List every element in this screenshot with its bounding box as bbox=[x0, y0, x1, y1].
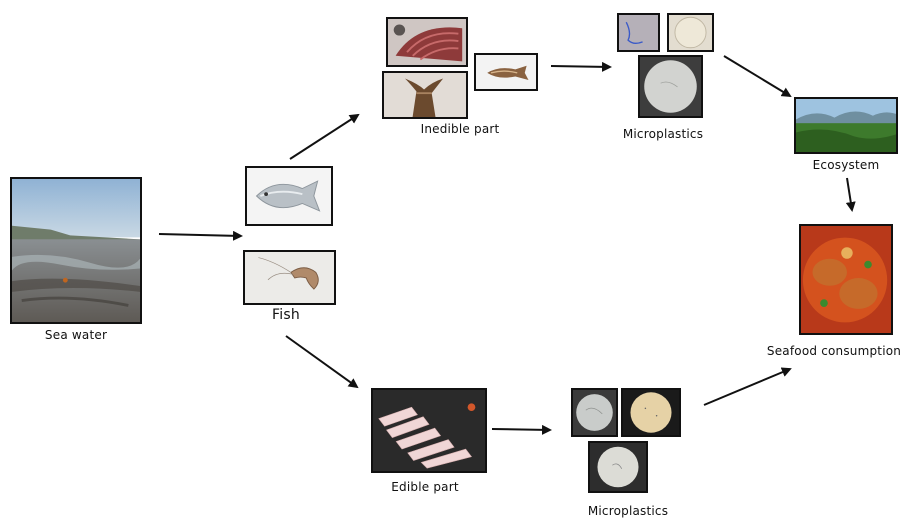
inedible-part-label: Inedible part bbox=[421, 122, 500, 136]
inedible-gill-image bbox=[386, 17, 468, 67]
edible-part-label: Edible part bbox=[391, 480, 459, 494]
arrow-sea-to-fish bbox=[159, 234, 241, 236]
microplastics-top-filter-image bbox=[638, 55, 703, 118]
sea-water-label: Sea water bbox=[45, 328, 107, 342]
arrow-microplastics-to-seafood bbox=[704, 369, 790, 405]
ecosystem-label: Ecosystem bbox=[813, 158, 880, 172]
microplastics-top-label: Microplastics bbox=[623, 127, 703, 141]
edible-part-image bbox=[371, 388, 487, 473]
microplastics-bottom-filter-image bbox=[571, 388, 618, 437]
microplastics-bottom-label: Microplastics bbox=[588, 504, 668, 518]
arrow-edible-to-microplastics bbox=[492, 429, 550, 430]
arrow-ecosystem-to-seafood bbox=[847, 178, 852, 210]
microplastics-bottom-dish-image bbox=[621, 388, 681, 437]
ecosystem-image bbox=[794, 97, 898, 154]
arrow-inedible-to-microplastics bbox=[551, 66, 610, 67]
arrow-microplastics-to-ecosystem bbox=[724, 56, 790, 96]
microplastics-top-dish-image bbox=[667, 13, 714, 52]
fish-shrimp-image bbox=[243, 250, 336, 305]
seafood-consumption-label: Seafood consumption bbox=[767, 344, 900, 358]
arrow-fish-to-inedible bbox=[290, 115, 358, 159]
inedible-small-fish-image bbox=[474, 53, 538, 91]
microplastics-top-fiber-image bbox=[617, 13, 660, 52]
microplastics-bottom-round-image bbox=[588, 441, 648, 493]
inedible-tail-image bbox=[382, 71, 468, 119]
seafood-curry-image bbox=[799, 224, 893, 335]
arrow-fish-to-edible bbox=[286, 336, 357, 387]
fish-label: Fish bbox=[272, 307, 300, 323]
sea-water-image bbox=[10, 177, 142, 324]
fish-pomfret-image bbox=[245, 166, 333, 226]
